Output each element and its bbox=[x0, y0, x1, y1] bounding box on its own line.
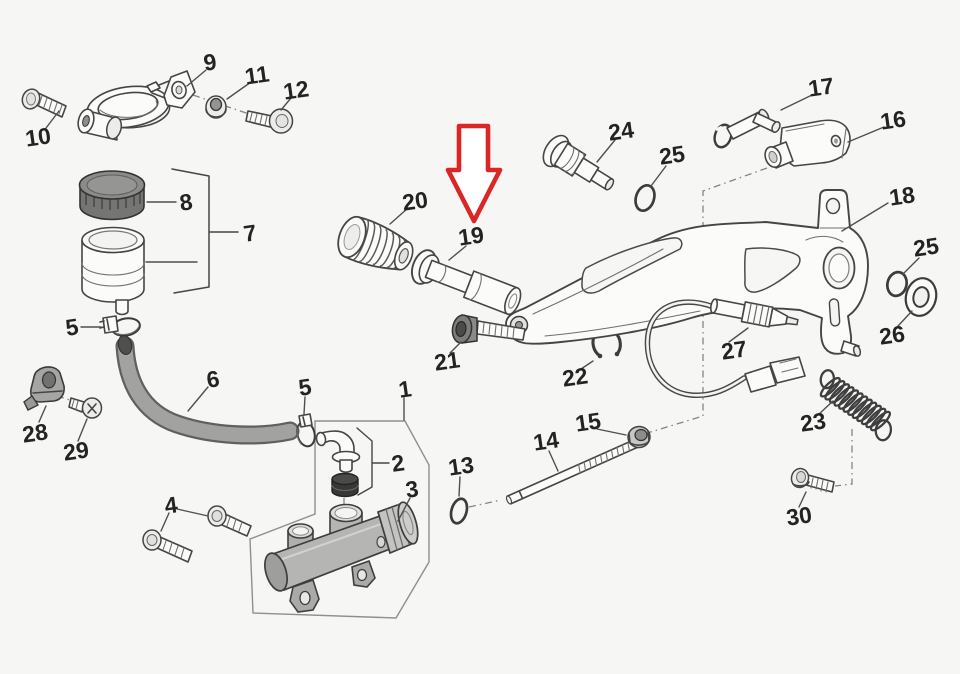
bracket-7 bbox=[171, 168, 239, 294]
part-13-o-ring bbox=[449, 497, 469, 525]
part-labels: 10 9 11 12 8 7 5 6 28 29 4 1 2 5 3 13 14… bbox=[21, 48, 941, 530]
part-label-30: 30 bbox=[785, 501, 814, 530]
part-4-bolts bbox=[142, 505, 252, 563]
part-label-28: 28 bbox=[21, 418, 50, 447]
part-label-2: 2 bbox=[390, 449, 406, 477]
part-label-9: 9 bbox=[202, 48, 218, 76]
part-25-o-ring-right bbox=[885, 270, 909, 298]
part-label-11: 11 bbox=[243, 60, 271, 89]
part-label-20: 20 bbox=[401, 186, 430, 215]
part-label-27: 27 bbox=[720, 335, 749, 364]
part-label-5-upper: 5 bbox=[64, 313, 80, 341]
part-label-19: 19 bbox=[457, 221, 486, 250]
part-5-hose-clamp-lower bbox=[296, 413, 316, 448]
part-5-hose-clamp-upper bbox=[99, 315, 141, 337]
part-label-23: 23 bbox=[799, 407, 828, 436]
part-label-29: 29 bbox=[62, 436, 91, 465]
part-29-screw bbox=[68, 397, 103, 419]
part-25-o-ring-left bbox=[634, 183, 656, 213]
part-10-bolt bbox=[21, 88, 67, 118]
part-label-25-left: 25 bbox=[658, 140, 687, 169]
part-label-21: 21 bbox=[433, 346, 462, 375]
part-label-26: 26 bbox=[878, 320, 907, 349]
part-label-7: 7 bbox=[242, 219, 258, 247]
part-label-1: 1 bbox=[397, 375, 413, 403]
part-20-rubber-cover bbox=[337, 215, 414, 271]
part-12-bolt bbox=[245, 108, 294, 134]
part-24-pivot-shaft bbox=[542, 134, 615, 191]
part-16-clevis bbox=[764, 119, 851, 169]
part-label-8: 8 bbox=[178, 188, 194, 216]
part-7-reservoir-body bbox=[81, 226, 145, 316]
part-label-15: 15 bbox=[574, 407, 603, 436]
part-14-push-rod bbox=[505, 434, 649, 505]
assembly-box-1 bbox=[249, 420, 430, 619]
part-19-peg-pin bbox=[411, 249, 522, 316]
part-2-elbow-fitting bbox=[315, 427, 390, 498]
part-11-nut bbox=[205, 95, 227, 119]
part-label-17: 17 bbox=[807, 72, 836, 101]
part-8-reservoir-cap bbox=[78, 170, 146, 221]
part-label-16: 16 bbox=[879, 105, 908, 134]
part-28-clamp-bracket bbox=[23, 366, 65, 411]
part-label-24: 24 bbox=[607, 116, 636, 145]
part-3-master-cylinder bbox=[264, 501, 419, 613]
leader-lines bbox=[38, 69, 920, 532]
part-label-18: 18 bbox=[888, 181, 917, 210]
part-label-4: 4 bbox=[163, 491, 179, 519]
part-label-13: 13 bbox=[447, 451, 476, 480]
highlight-arrow bbox=[445, 123, 503, 224]
part-label-12: 12 bbox=[282, 75, 311, 104]
part-label-6: 6 bbox=[205, 365, 221, 393]
part-9-clamp-ring bbox=[77, 70, 196, 141]
part-label-3: 3 bbox=[404, 475, 420, 503]
part-18-brake-pedal bbox=[505, 189, 869, 357]
part-26-seal-washer bbox=[904, 277, 938, 317]
part-label-14: 14 bbox=[532, 426, 561, 455]
part-label-10: 10 bbox=[24, 122, 53, 151]
part-6-hose bbox=[115, 335, 300, 445]
part-15-nut bbox=[627, 425, 651, 449]
part-21-socket-bolt bbox=[451, 314, 526, 344]
part-17-pin bbox=[713, 108, 781, 149]
part-label-5-lower: 5 bbox=[297, 373, 313, 401]
part-30-bolt bbox=[790, 467, 835, 493]
part-27-brake-switch bbox=[644, 298, 806, 399]
part-label-22: 22 bbox=[561, 362, 590, 391]
part-23-spring bbox=[819, 369, 893, 442]
part-label-25-right: 25 bbox=[912, 232, 941, 261]
